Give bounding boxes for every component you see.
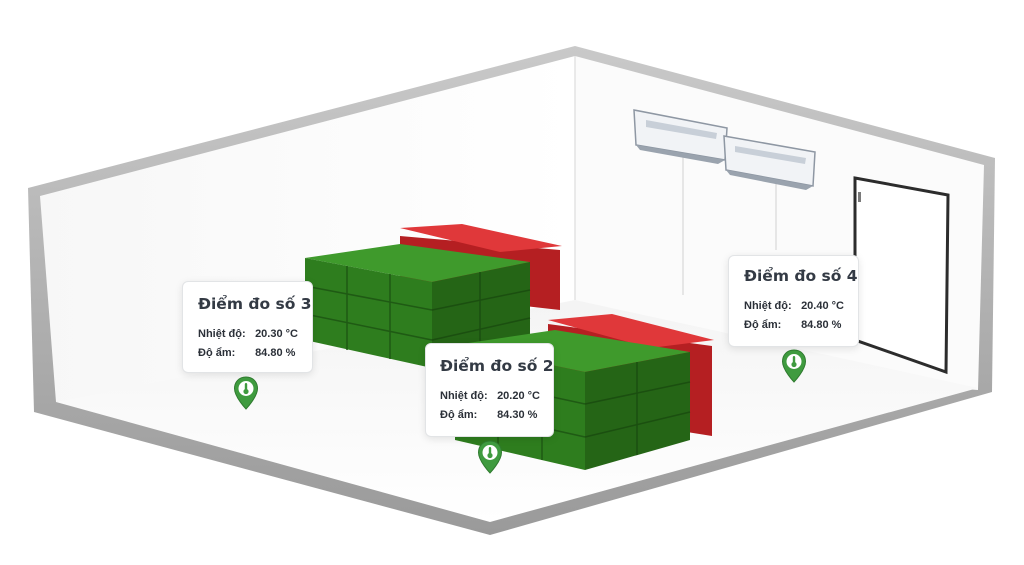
thermometer-pin-icon[interactable]	[233, 376, 259, 410]
temperature-row: Nhiệt độ: 20.40 °C	[744, 297, 858, 316]
humidity-row: Độ ẩm: 84.80 %	[198, 344, 312, 363]
temperature-label: Nhiệt độ:	[440, 390, 488, 402]
temperature-row: Nhiệt độ: 20.30 °C	[198, 325, 312, 344]
measure-card-title: Điểm đo số 4	[744, 267, 858, 285]
humidity-label: Độ ẩm:	[198, 347, 236, 359]
thermometer-pin-icon[interactable]	[477, 440, 503, 474]
humidity-row: Độ ẩm: 84.30 %	[440, 406, 553, 425]
measure-card-3[interactable]: Điểm đo số 3 Nhiệt độ: 20.30 °C Độ ẩm: 8…	[182, 281, 313, 373]
humidity-row: Độ ẩm: 84.80 %	[744, 316, 858, 335]
measure-card-title: Điểm đo số 3	[198, 295, 312, 313]
temperature-value: 20.40 °C	[801, 300, 844, 312]
measure-card-2[interactable]: Điểm đo số 2 Nhiệt độ: 20.20 °C Độ ẩm: 8…	[425, 343, 554, 437]
door	[853, 176, 950, 375]
temperature-label: Nhiệt độ:	[198, 328, 246, 340]
temperature-value: 20.30 °C	[255, 328, 298, 340]
thermometer-pin-icon[interactable]	[781, 349, 807, 383]
humidity-value: 84.30 %	[497, 409, 538, 421]
humidity-value: 84.80 %	[255, 347, 296, 359]
humidity-label: Độ ẩm:	[744, 319, 782, 331]
measure-card-title: Điểm đo số 2	[440, 357, 554, 375]
humidity-label: Độ ẩm:	[440, 409, 478, 421]
temperature-label: Nhiệt độ:	[744, 300, 792, 312]
humidity-value: 84.80 %	[801, 319, 842, 331]
temperature-row: Nhiệt độ: 20.20 °C	[440, 387, 553, 406]
measure-card-4[interactable]: Điểm đo số 4 Nhiệt độ: 20.40 °C Độ ẩm: 8…	[728, 255, 859, 347]
air-conditioner-2	[723, 135, 816, 190]
temperature-value: 20.20 °C	[497, 390, 540, 402]
